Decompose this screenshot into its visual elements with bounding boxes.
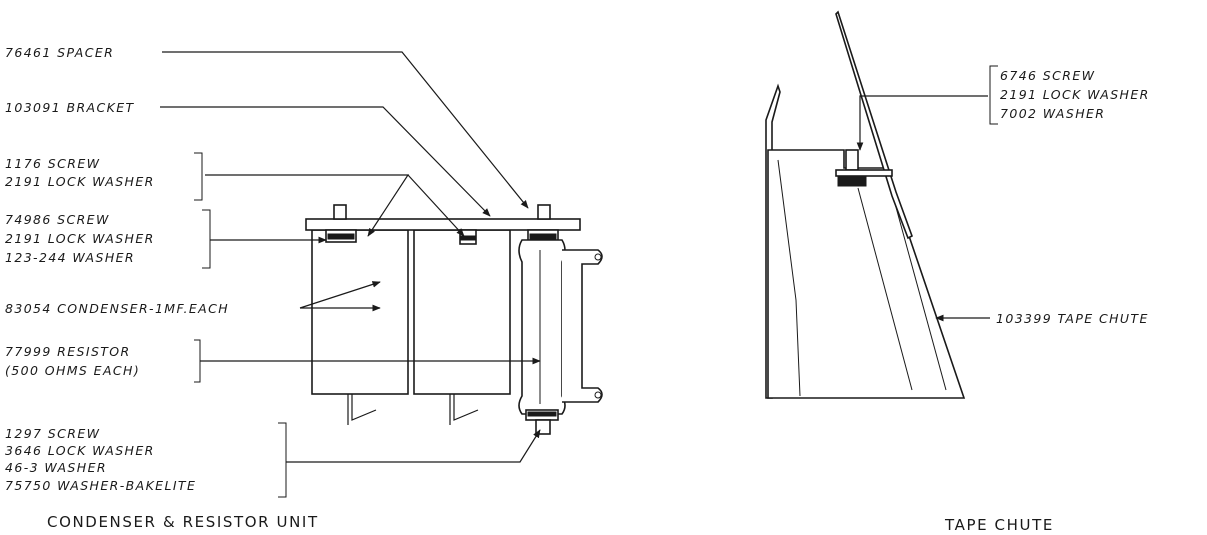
label-screw-1297-line3: 46-3 WASHER: [5, 460, 107, 475]
condenser-can-left: [311, 229, 409, 395]
label-resistor-line2: (500 OHMS EACH): [5, 363, 140, 378]
label-screw-1297-line1: 1297 SCREW: [5, 426, 100, 441]
chute-body: [767, 149, 966, 399]
bracket-bar: [305, 218, 581, 231]
tape-chute-assembly: [765, 10, 966, 399]
condenser-resistor-assembly: [305, 204, 603, 435]
label-braces-left: [194, 152, 287, 498]
terminal-left: [347, 394, 377, 425]
label-screw-1297-line4: 75750 WASHER-BAKELITE: [5, 478, 196, 493]
label-screw-74986-line1: 74986 SCREW: [5, 212, 110, 227]
label-screw-1176-line1: 1176 SCREW: [5, 156, 100, 171]
resistor-clamp: [562, 249, 603, 403]
label-spacer: 76461 SPACER: [5, 45, 114, 60]
label-resistor-line1: 77999 RESISTOR: [5, 344, 131, 359]
title-condenser-resistor-unit: CONDENSER & RESISTOR UNIT: [47, 513, 319, 531]
chute-screw: [835, 149, 893, 187]
label-tape-chute: 103399 TAPE CHUTE: [996, 311, 1149, 326]
label-screw-74986-line3: 123-244 WASHER: [5, 250, 135, 265]
leader-lines-left: [160, 51, 541, 463]
chute-guide-plate: [835, 10, 913, 240]
condenser-can-right: [413, 229, 511, 395]
bracket-screw-left: [325, 204, 357, 243]
label-bracket: 103091 BRACKET: [5, 100, 135, 115]
label-screw-6746-line2: 2191 LOCK WASHER: [1000, 87, 1150, 102]
label-condenser: 83054 CONDENSER-1MF.EACH: [5, 301, 229, 316]
title-tape-chute: TAPE CHUTE: [944, 516, 1054, 534]
label-screw-1297-line2: 3646 LOCK WASHER: [5, 443, 155, 458]
bracket-screw-middle: [459, 229, 477, 245]
label-screw-74986-line2: 2191 LOCK WASHER: [5, 231, 155, 246]
label-screw-1176-line2: 2191 LOCK WASHER: [5, 174, 155, 189]
label-screw-6746-line3: 7002 WASHER: [1000, 106, 1105, 121]
leader-lines-right: [856, 65, 998, 322]
resistor-body: [518, 239, 566, 415]
label-screw-6746-line1: 6746 SCREW: [1000, 68, 1095, 83]
bottom-screw: [525, 409, 559, 435]
terminal-right: [449, 394, 479, 425]
